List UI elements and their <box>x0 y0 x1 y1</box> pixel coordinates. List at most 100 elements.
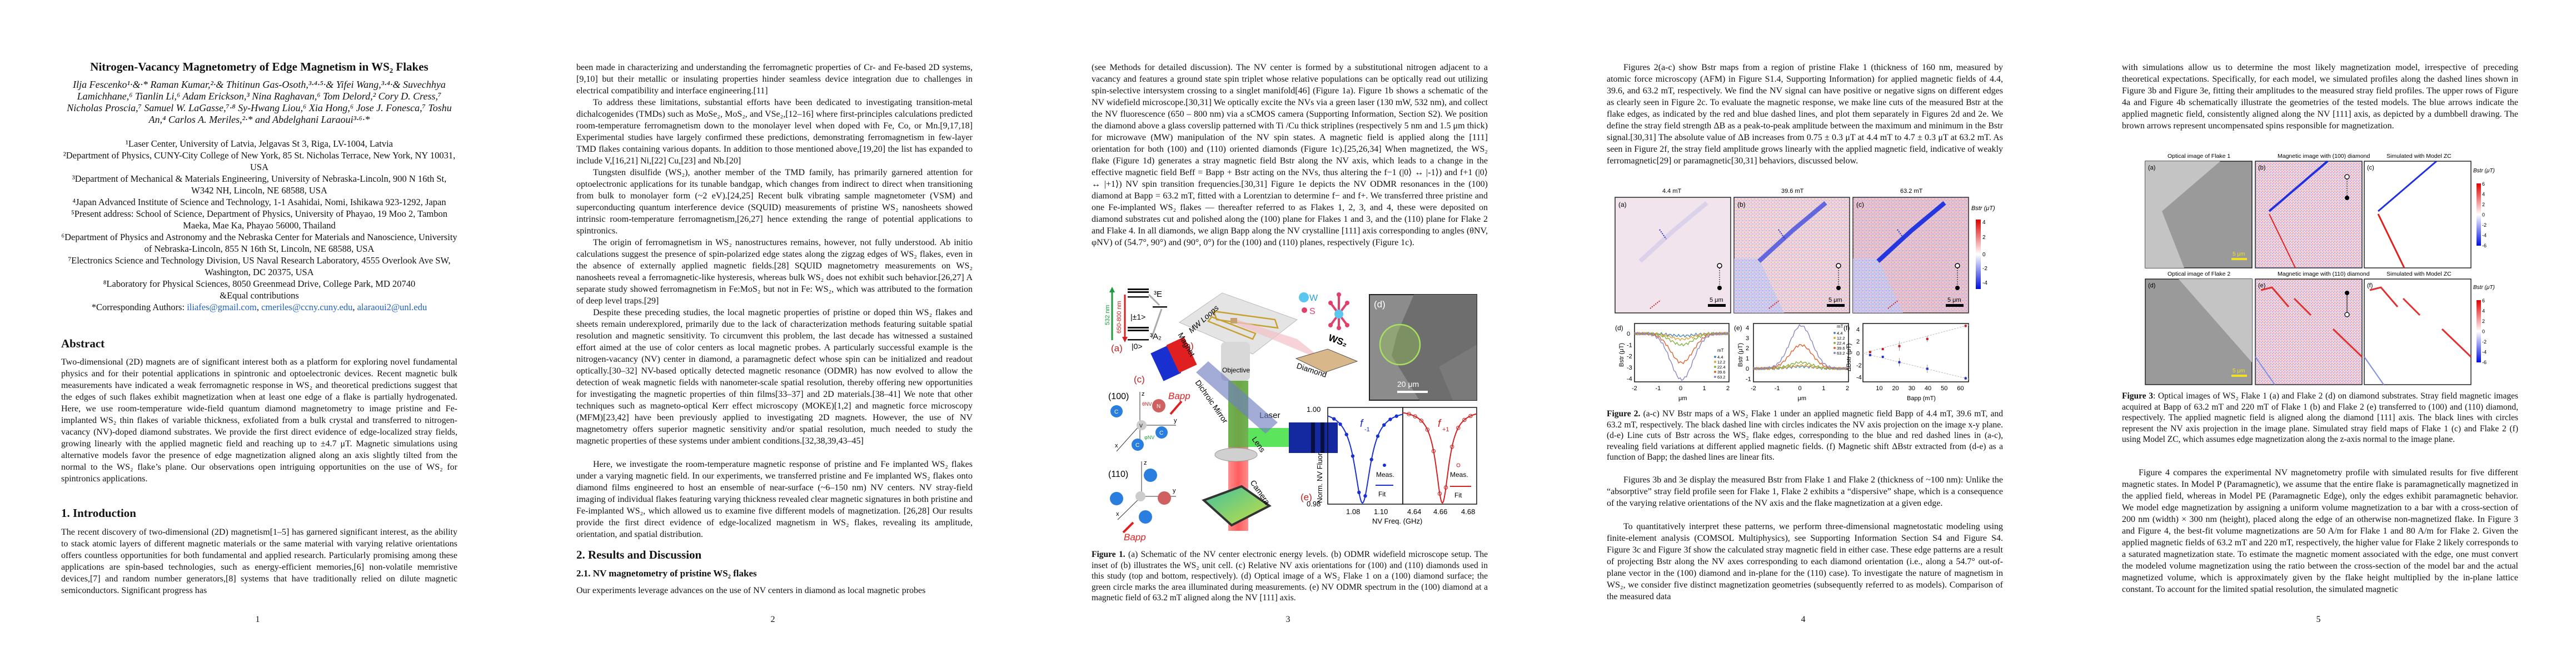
nv-axis-open-circle <box>1955 263 1960 268</box>
map-title: 4.4 mT <box>1662 188 1682 195</box>
flake-edge <box>1876 201 1946 263</box>
line-cut-63.2 <box>1753 324 1849 371</box>
data-point <box>1369 457 1373 461</box>
affiliation: ⁵Present address: School of Science, Dep… <box>71 208 447 231</box>
substrate-region <box>2179 279 2252 362</box>
caption-text: : Optical images of WS₂ Flake 1 (a) and … <box>2122 391 2518 444</box>
panel-label: (c) <box>2367 165 2374 171</box>
xtick-label: 0 <box>1798 385 1802 392</box>
data-point <box>1898 361 1901 364</box>
xtick-label: -1 <box>1775 385 1780 392</box>
ytick-label: -4 <box>1627 376 1632 382</box>
caption-label: Figure 3 <box>2122 391 2153 401</box>
xtick-label: 50 <box>1941 385 1947 392</box>
axis-y: y <box>1173 487 1176 494</box>
mw-loop <box>1207 316 1257 340</box>
page-4: Figures 2(a-c) show Bstr maps from a reg… <box>1546 0 2061 667</box>
corresponding-authors: *Corresponding Authors: iliafes@gmail.co… <box>91 302 427 312</box>
paragraph: Our experiments leverage advances on the… <box>576 586 926 595</box>
nv-axis-open-circle <box>1836 263 1841 268</box>
abstract-text: Two-dimensional (2D) magnets are of sign… <box>61 357 457 484</box>
caption-label: Figure 2. <box>1607 409 1641 419</box>
colorbar-tick: 2 <box>2482 318 2485 324</box>
paragraph: (see Methods for detailed discussion). T… <box>1092 63 1488 247</box>
ytick-label: -2 <box>1856 362 1862 369</box>
odmr-plot: 1.00 0.98 Norm. NV Fluor. (e) 1.08 1.10 … <box>1301 405 1477 525</box>
email-link[interactable]: cmeriles@ccny.cuny.edu <box>261 302 353 312</box>
series-label-f+1: f <box>1438 418 1442 430</box>
xtick-label: 1.10 <box>1374 507 1388 516</box>
arrow-head-icon <box>1109 287 1115 292</box>
data-point <box>1407 412 1411 416</box>
paragraph: Tungsten disulfide (WS₂), another member… <box>576 168 973 236</box>
panel-label-a: (a) <box>1111 343 1123 354</box>
phi-label: φNV <box>1144 435 1154 440</box>
atom-c: C <box>1159 430 1163 436</box>
page-number: 5 <box>2316 615 2321 624</box>
nv-axis-filled-circle <box>1717 286 1722 290</box>
ytick-label: 2 <box>1746 345 1749 352</box>
email-link[interactable]: iliafes@gmail.com <box>187 302 257 312</box>
scalebar <box>1827 304 1845 307</box>
plane-110: (110) <box>1108 470 1128 479</box>
edge-positive <box>2260 286 2363 358</box>
scalebar-label: 5 μm <box>1828 297 1842 303</box>
ytick-label: 4 <box>1746 325 1749 331</box>
axis-x: x <box>1116 511 1119 517</box>
legend-marker <box>1714 356 1716 358</box>
data-point <box>1351 454 1355 458</box>
data-point <box>1926 367 1929 370</box>
edge-positive <box>2377 213 2405 268</box>
substrate-region <box>2145 161 2220 268</box>
panel-title: Optical image of Flake 2 <box>2168 271 2230 277</box>
legend-item: 63.2 <box>1717 375 1726 380</box>
legend-meas: Meas. <box>1376 471 1394 479</box>
theta-label: θNV <box>1142 401 1152 407</box>
caption-text: (a) Schematic of the NV center electroni… <box>1092 550 1488 603</box>
ytick-label: 1 <box>1746 356 1749 362</box>
data-point <box>1376 434 1380 438</box>
page-2: been made in characterizing and understa… <box>515 0 1030 667</box>
data-point <box>1926 337 1929 340</box>
xtick-label: 20 <box>1892 385 1899 392</box>
affiliations: ¹Laser Center, University of Latvia, Jel… <box>61 138 457 313</box>
plot-frame <box>1862 323 1969 382</box>
ytick-label: 0 <box>1856 351 1860 357</box>
legend-item: 4.4 <box>1717 355 1723 360</box>
figure-1-caption: Figure 1. (a) Schematic of the NV center… <box>1092 549 1488 604</box>
panel-title: Simulated with Model ZC <box>2386 271 2452 277</box>
legend-marker <box>1714 371 1716 373</box>
page-5: with simulations allow us to determine t… <box>2061 0 2576 667</box>
plane-100: (100) <box>1108 392 1129 401</box>
data-point <box>1338 422 1342 426</box>
scalebar-label: 5 μm <box>1947 297 1961 303</box>
nv-orientation-diagram: Magnet (c) (100) z y x V C C C N θNV φNV… <box>1108 331 1197 543</box>
red-cut-line <box>1650 300 1661 309</box>
objective <box>1221 342 1250 381</box>
ytick-label: 2 <box>1856 339 1860 345</box>
panel-label: (a) <box>2148 165 2155 171</box>
bapp-arrow <box>1169 400 1183 415</box>
page-number: 2 <box>770 615 775 624</box>
colorbar-tick: 2 <box>1982 235 1986 241</box>
colorbar-tick: -6 <box>2482 360 2487 365</box>
nv-axis-filled-circle <box>2345 291 2349 295</box>
axis-x: x <box>1115 442 1118 449</box>
legend-marker <box>1714 366 1716 368</box>
legend-title: mT <box>1837 324 1843 329</box>
data-point <box>1881 356 1884 358</box>
panel-title: Magnetic image with (100) diamond <box>2278 153 2370 160</box>
ytick-label: -2 <box>1627 354 1632 360</box>
paragraph: To address these limitations, substantia… <box>576 98 973 166</box>
colorbar-tick: -2 <box>2482 339 2487 345</box>
xtick-label: 4.68 <box>1461 507 1475 516</box>
map-panel-label: (c) <box>1856 201 1864 208</box>
level-3A2: ³A₂ <box>1150 332 1162 341</box>
email-link[interactable]: alaraoui2@unl.edu <box>357 302 427 312</box>
data-point <box>1964 325 1967 327</box>
scalebar-label: 20 μm <box>1397 380 1419 389</box>
legend-w: W <box>1309 293 1318 303</box>
arrow-head-icon <box>1122 337 1128 342</box>
edge-negative <box>2364 356 2384 385</box>
